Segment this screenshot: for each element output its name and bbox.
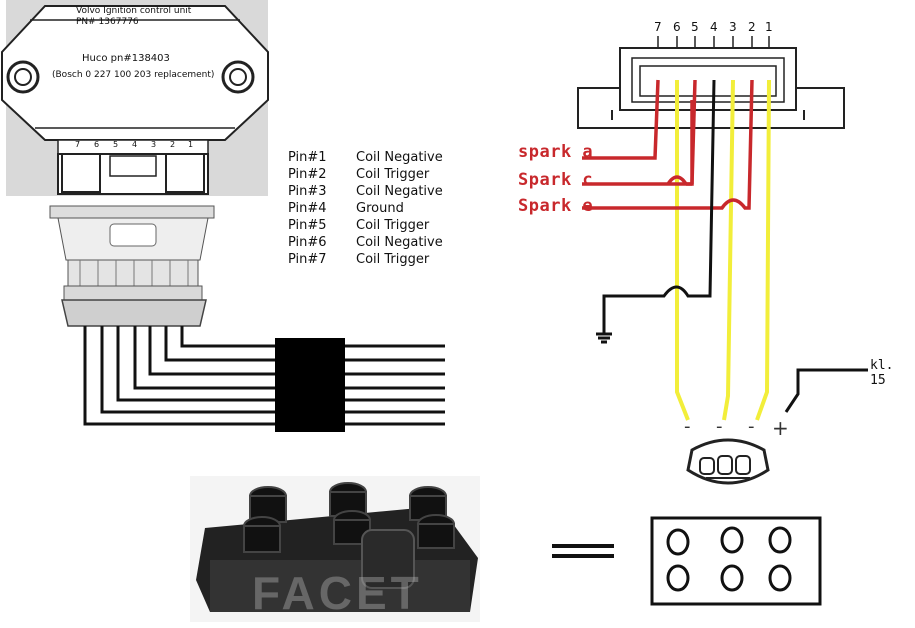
pinout-row: Pin#7 Coil Trigger: [288, 251, 443, 268]
connector-pin-1: 1: [765, 20, 773, 34]
connector-pin-7: 7: [654, 20, 662, 34]
pin-id: Pin#7: [288, 252, 327, 267]
kl15-label: kl. 15: [870, 358, 894, 388]
pin-id: Pin#3: [288, 184, 327, 199]
pinout-row: Pin#6 Coil Negative: [288, 234, 443, 251]
pinout-row: Pin#4 Ground: [288, 200, 443, 217]
connector-pin-4: 4: [710, 20, 718, 34]
unit-title: Volvo Ignition control unit: [76, 6, 192, 16]
pin-id: Pin#1: [288, 150, 327, 165]
pinout-row: Pin#2 Coil Trigger: [288, 166, 443, 183]
pin-function: Coil Trigger: [356, 252, 430, 267]
spark-c-label: Spark c: [518, 170, 594, 190]
spark-a-label: spark a: [518, 142, 594, 162]
coil-terminal-2: -: [716, 416, 723, 437]
spark-e-label: Spark e: [518, 196, 594, 216]
equals-sign: [552, 544, 614, 558]
coil-connector: [686, 438, 770, 485]
pin-function: Coil Negative: [356, 150, 443, 165]
coil-pack-photo: [190, 476, 480, 622]
pinout-row: Pin#5 Coil Trigger: [288, 217, 443, 234]
harness-wires: [83, 326, 445, 426]
pin-function: Ground: [356, 201, 404, 216]
unit-huco-pn: Huco pn#138403: [82, 53, 170, 64]
unit-pin-label-5: 5: [113, 140, 119, 149]
pin-id: Pin#6: [288, 235, 327, 250]
connector-housing: [577, 47, 845, 129]
ignition-unit-drawing: [1, 5, 269, 195]
coil-terminal-3: -: [748, 416, 755, 437]
splice-block: [275, 338, 345, 432]
connector-pin-5: 5: [691, 20, 699, 34]
kl15-wire: [784, 368, 868, 413]
unit-pin-label-1: 1: [188, 140, 194, 149]
unit-pn: PN# 1367776: [76, 17, 139, 27]
connector-pin-ticks: [657, 36, 770, 48]
facet-watermark: FACET: [252, 567, 423, 619]
connector-pin-3: 3: [729, 20, 737, 34]
connector-pin-2: 2: [748, 20, 756, 34]
pin-function: Coil Negative: [356, 184, 443, 199]
pin-function: Coil Negative: [356, 235, 443, 250]
unit-bosch-note: (Bosch 0 227 100 203 replacement): [52, 70, 215, 80]
coil-pack-schematic: [650, 516, 822, 606]
coil-terminal-plus: +: [772, 416, 789, 440]
pin-function: Coil Trigger: [356, 167, 430, 182]
pin-id: Pin#5: [288, 218, 327, 233]
pinout-row: Pin#3 Coil Negative: [288, 183, 443, 200]
unit-pin-label-4: 4: [132, 140, 138, 149]
pin-function: Coil Trigger: [356, 218, 430, 233]
ground-wire: [596, 79, 716, 344]
harness-plug-drawing: [49, 205, 215, 327]
unit-pin-label-3: 3: [151, 140, 157, 149]
connector-pin-6: 6: [673, 20, 681, 34]
coil-terminal-1: -: [684, 416, 691, 437]
pinout-row: Pin#1 Coil Negative: [288, 149, 443, 166]
unit-pin-label-7: 7: [75, 140, 81, 149]
pin-id: Pin#2: [288, 167, 327, 182]
unit-pin-label-2: 2: [170, 140, 176, 149]
unit-pin-label-6: 6: [94, 140, 100, 149]
pin-id: Pin#4: [288, 201, 327, 216]
